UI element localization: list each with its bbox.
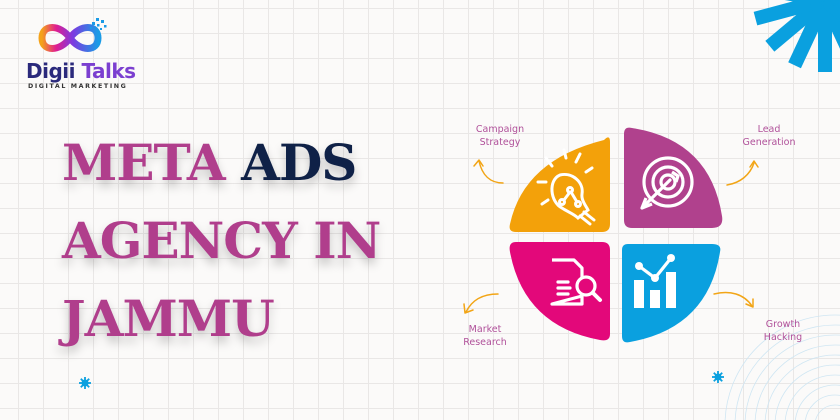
sunburst-decoration-icon [752,0,840,72]
page-headline: META ADS AGENCY IN JAMMU [62,124,381,358]
headline-line-3: JAMMU [62,289,275,348]
infinity-icon [38,18,107,52]
concentric-arcs-decoration [724,314,840,420]
arrow-lead-generation-icon [726,160,759,186]
label-campaign-strategy: Campaign Strategy [475,124,525,148]
services-quadrant-diagram [509,127,723,343]
brand-tagline: DIGITAL MARKETING [28,83,128,90]
asterisk-decoration-icon [712,371,724,383]
bar-chart-icon [634,254,676,308]
arrow-growth-hacking-icon [713,291,754,308]
segment-market-research [509,242,610,341]
document-search-icon [550,258,602,306]
arrow-campaign-strategy-icon [473,159,504,184]
target-icon [640,156,694,210]
brand-name: Digii Talks [26,59,136,83]
headline-line-2: AGENCY IN [62,211,381,270]
label-market-research: Market Research [463,324,507,348]
segment-lead-generation [624,127,723,228]
arrow-market-research-icon [463,293,499,314]
label-growth-hacking: Growth Hacking [763,319,803,343]
segment-campaign-strategy [509,137,610,232]
label-lead-generation: Lead Generation [742,124,796,148]
brand-logo: Digii Talks DIGITAL MARKETING [22,14,136,94]
asterisk-decoration-icon [79,377,91,389]
segment-growth-hacking [622,244,721,343]
lightbulb-icon [536,148,596,226]
headline-line-1: META ADS [62,133,357,192]
